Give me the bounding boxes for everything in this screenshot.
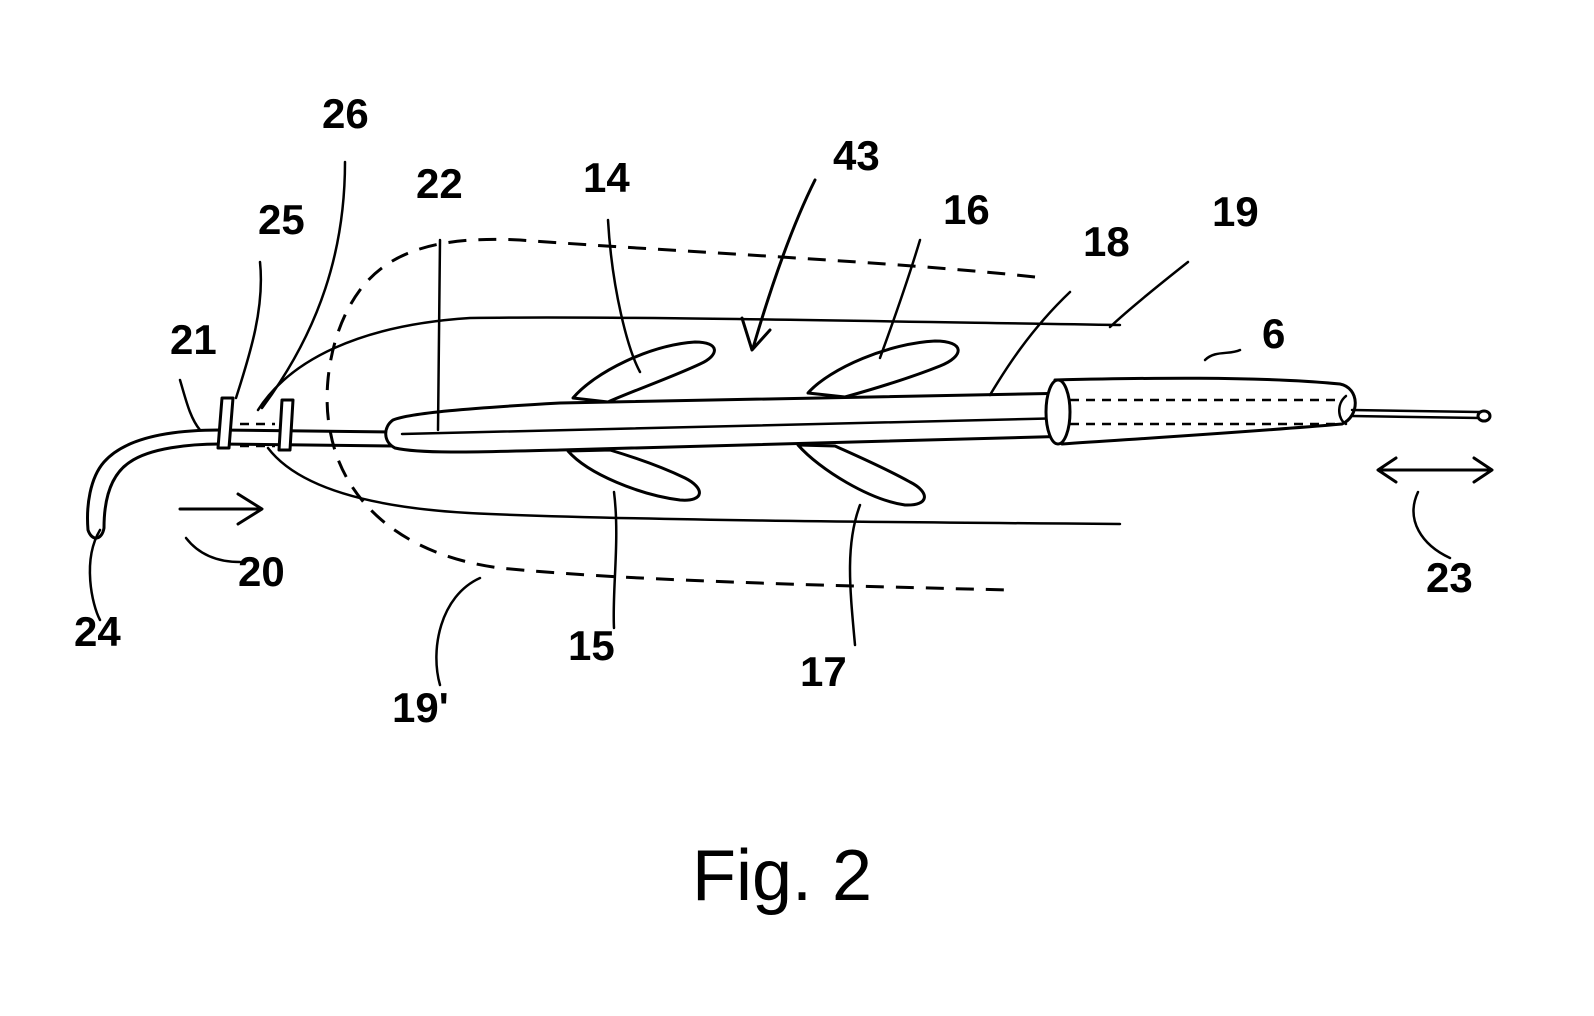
label-19: 19: [1212, 188, 1259, 235]
label-19-prime: 19': [392, 684, 449, 731]
fin-17: [798, 445, 924, 505]
fin-15: [568, 450, 699, 500]
pull-wire: [1352, 410, 1480, 418]
figure-caption: Fig. 2: [692, 836, 872, 916]
label-20: 20: [238, 548, 285, 595]
marker-gap-dashes: [240, 424, 275, 446]
label-24: 24: [74, 608, 121, 655]
label-16: 16: [943, 186, 990, 233]
sheath-6: [1055, 378, 1355, 444]
label-43: 43: [833, 132, 880, 179]
label-15: 15: [568, 622, 615, 669]
label-21: 21: [170, 316, 217, 363]
arrow-20: [180, 494, 262, 524]
arrow-43: [742, 180, 815, 350]
pull-wire-end: [1478, 411, 1490, 421]
label-14: 14: [583, 154, 630, 201]
sheath-6-end: [1046, 380, 1070, 444]
label-25: 25: [258, 196, 305, 243]
body-18: [386, 393, 1075, 452]
label-17: 17: [800, 648, 847, 695]
label-18: 18: [1083, 218, 1130, 265]
fin-14: [573, 342, 714, 402]
arrow-23: [1378, 458, 1492, 482]
marker-26: [279, 400, 293, 450]
marker-25: [218, 398, 233, 448]
label-26: 26: [322, 90, 369, 137]
label-6: 6: [1262, 310, 1285, 357]
label-22: 22: [416, 160, 463, 207]
label-23: 23: [1426, 554, 1473, 601]
